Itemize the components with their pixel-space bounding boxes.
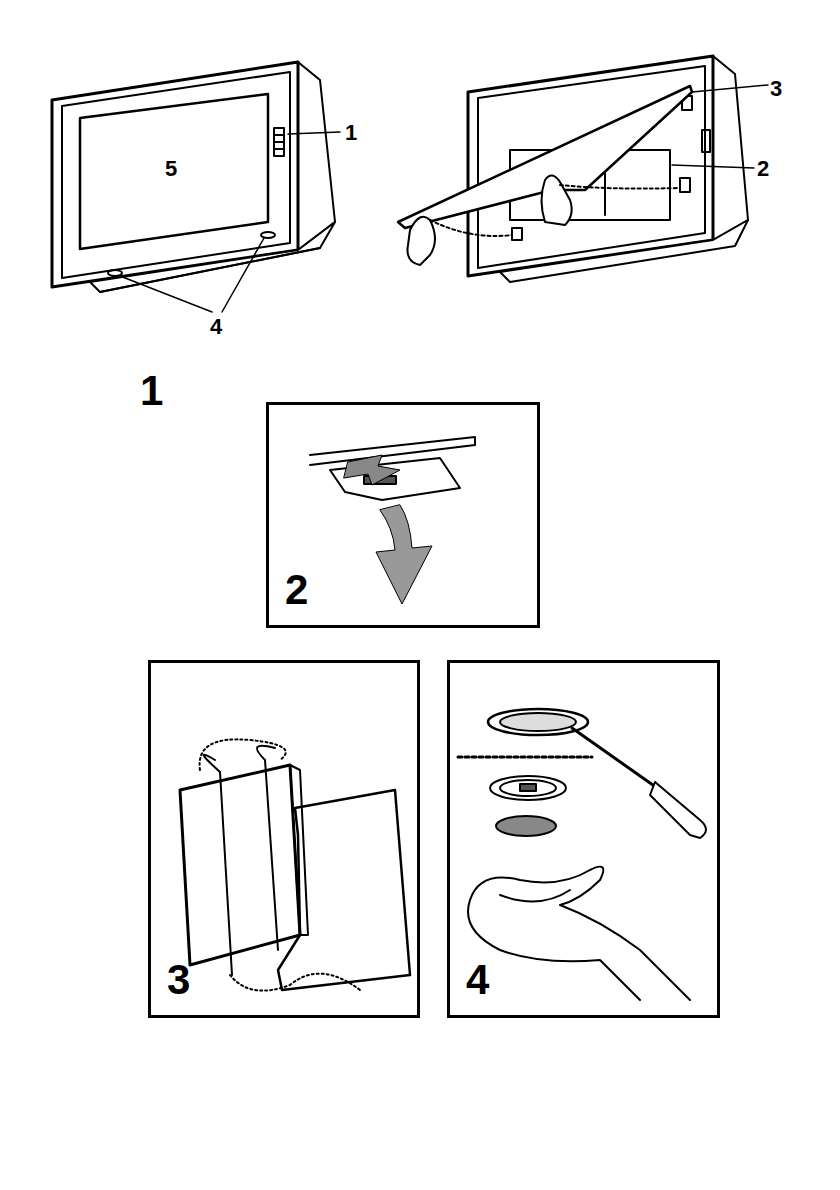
latch-drawing <box>310 437 475 604</box>
callout-number: 4 <box>210 316 222 338</box>
callout-number: 3 <box>770 78 782 100</box>
callout-number: 1 <box>345 122 357 144</box>
filter-drawing <box>180 739 410 990</box>
callout-number: 2 <box>757 158 769 180</box>
callout-number: 5 <box>165 158 177 180</box>
step-panel: 4 <box>447 660 720 1018</box>
hood-open <box>398 56 768 282</box>
lamp-drawing <box>458 709 706 1000</box>
hood-closed <box>52 62 340 312</box>
callout-number: 1 <box>140 370 163 412</box>
step-number: 3 <box>167 959 190 1001</box>
step-number: 4 <box>466 959 489 1001</box>
step-panel: 2 <box>266 402 540 628</box>
step-number: 2 <box>285 569 308 611</box>
step-panel: 3 <box>148 660 420 1018</box>
